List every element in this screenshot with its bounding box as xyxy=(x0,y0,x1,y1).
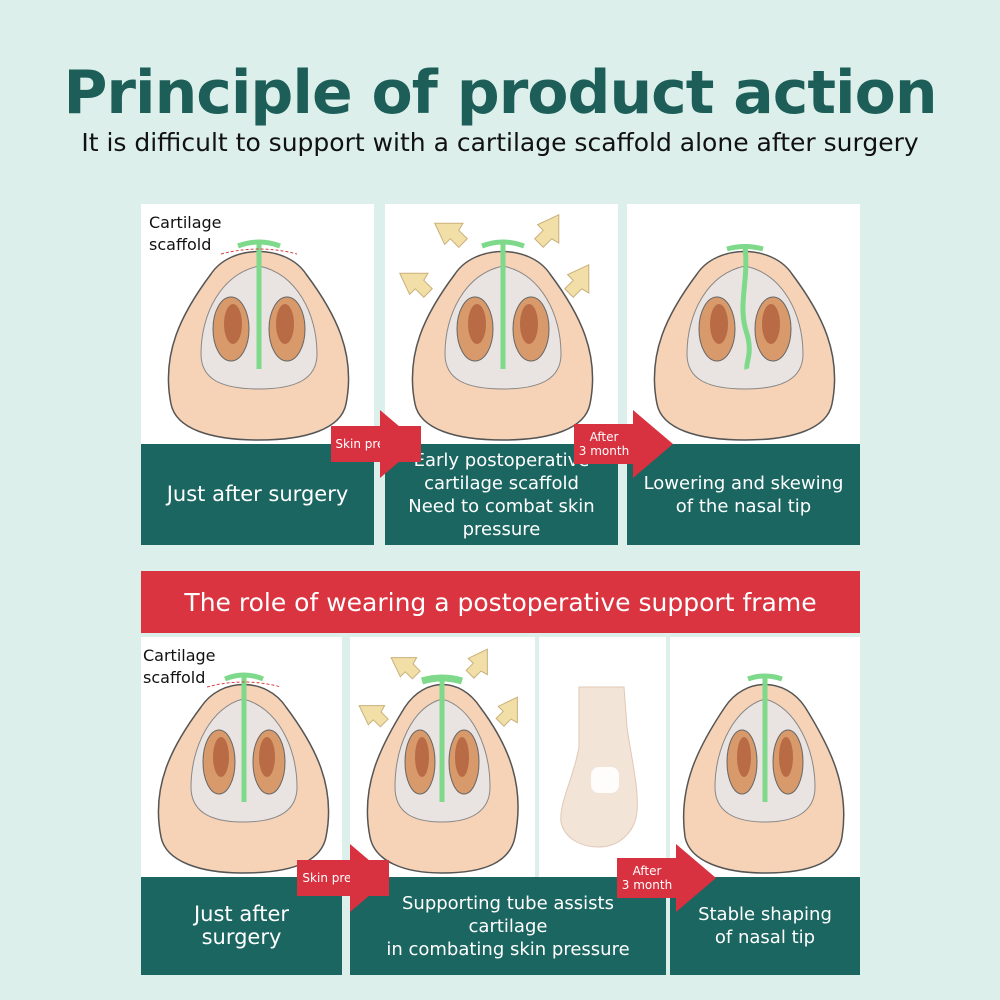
bottom-arrow-2-text: After 3 month xyxy=(621,864,673,892)
page-subtitle: It is difficult to support with a cartil… xyxy=(81,128,919,157)
nose-illustration-normal xyxy=(167,239,350,441)
top-arrow-2-text: After 3 month xyxy=(578,430,630,458)
top-panel-1: Cartilage scaffold xyxy=(141,204,374,444)
top-caption-1-text: Just after surgery xyxy=(166,482,349,506)
support-frame-banner: The role of wearing a postoperative supp… xyxy=(141,571,860,633)
nose-illustration-pressure-2 xyxy=(358,648,519,874)
nose-illustration-normal-2 xyxy=(157,672,330,874)
bottom-panel-1: Cartilage scaffold xyxy=(141,637,342,877)
cartilage-scaffold-label-2: Cartilage scaffold xyxy=(143,646,216,687)
top-caption-2-text: Early postoperative cartilage scaffold N… xyxy=(408,449,595,540)
cartilage-scaffold-label: Cartilage scaffold xyxy=(149,213,222,254)
bottom-caption-2: Supporting tube assists cartilage in com… xyxy=(350,877,666,975)
top-arrow-2-head xyxy=(633,410,673,478)
nose-illustration-skewed xyxy=(653,244,836,441)
bottom-caption-3: Stable shaping of nasal tip xyxy=(670,877,860,975)
top-arrow-1-head xyxy=(380,410,420,478)
bottom-panel-3 xyxy=(670,637,860,877)
top-panel-2 xyxy=(385,204,618,444)
nose-illustration-stable xyxy=(682,673,845,874)
bottom-arrow-after-3-month: After 3 month xyxy=(617,858,677,898)
page-title: Principle of product action xyxy=(63,58,937,128)
top-panel-3 xyxy=(627,204,860,444)
top-caption-3-text: Lowering and skewing of the nasal tip xyxy=(643,472,844,517)
bottom-caption-2-text: Supporting tube assists cartilage in com… xyxy=(386,892,630,960)
bottom-panel-support-frame xyxy=(539,637,666,877)
top-caption-1: Just after surgery xyxy=(141,444,374,545)
nose-illustration-pressure xyxy=(398,213,594,441)
bottom-arrow-1-head xyxy=(350,844,390,912)
bottom-caption-1-text: Just after surgery xyxy=(193,902,290,949)
support-frame-image xyxy=(560,686,638,848)
bottom-panel-2 xyxy=(350,637,535,877)
bottom-caption-3-text: Stable shaping of nasal tip xyxy=(698,904,832,948)
top-arrow-after-3-month: After 3 month xyxy=(574,424,634,464)
bottom-arrow-2-head xyxy=(676,844,716,912)
